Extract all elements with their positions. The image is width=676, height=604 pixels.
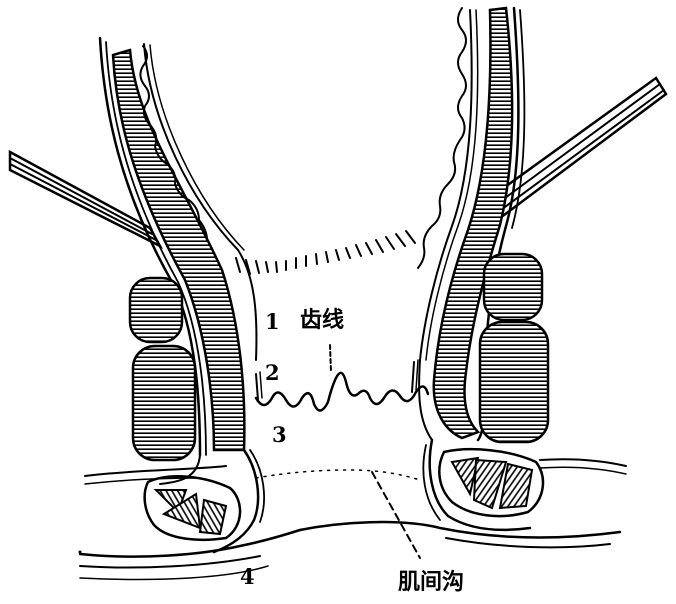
right-wall (300, 8, 666, 547)
right-external-block-2 (480, 322, 548, 442)
label-2: 2 (265, 362, 280, 383)
anal-canal-center (79, 231, 429, 558)
label-4: 4 (240, 566, 255, 587)
left-subcutaneous-sphincter (145, 476, 240, 539)
groove-line (256, 470, 420, 480)
groove-pointer (372, 472, 420, 558)
dentate-line (256, 373, 428, 411)
left-external-block-2 (133, 346, 195, 460)
label-intersphincteric-groove: 肌间沟 (398, 572, 464, 594)
left-wall (10, 38, 300, 580)
right-subcutaneous-sphincter (439, 449, 543, 516)
label-1: 1 (265, 311, 280, 332)
left-external-block-1 (130, 278, 182, 342)
label-3: 3 (272, 424, 287, 445)
dentate-line-pointer (330, 345, 331, 372)
right-external-block-1 (484, 254, 542, 320)
anorectal-ring-hatching (236, 231, 415, 274)
label-dentate-line: 齿线 (300, 310, 344, 332)
